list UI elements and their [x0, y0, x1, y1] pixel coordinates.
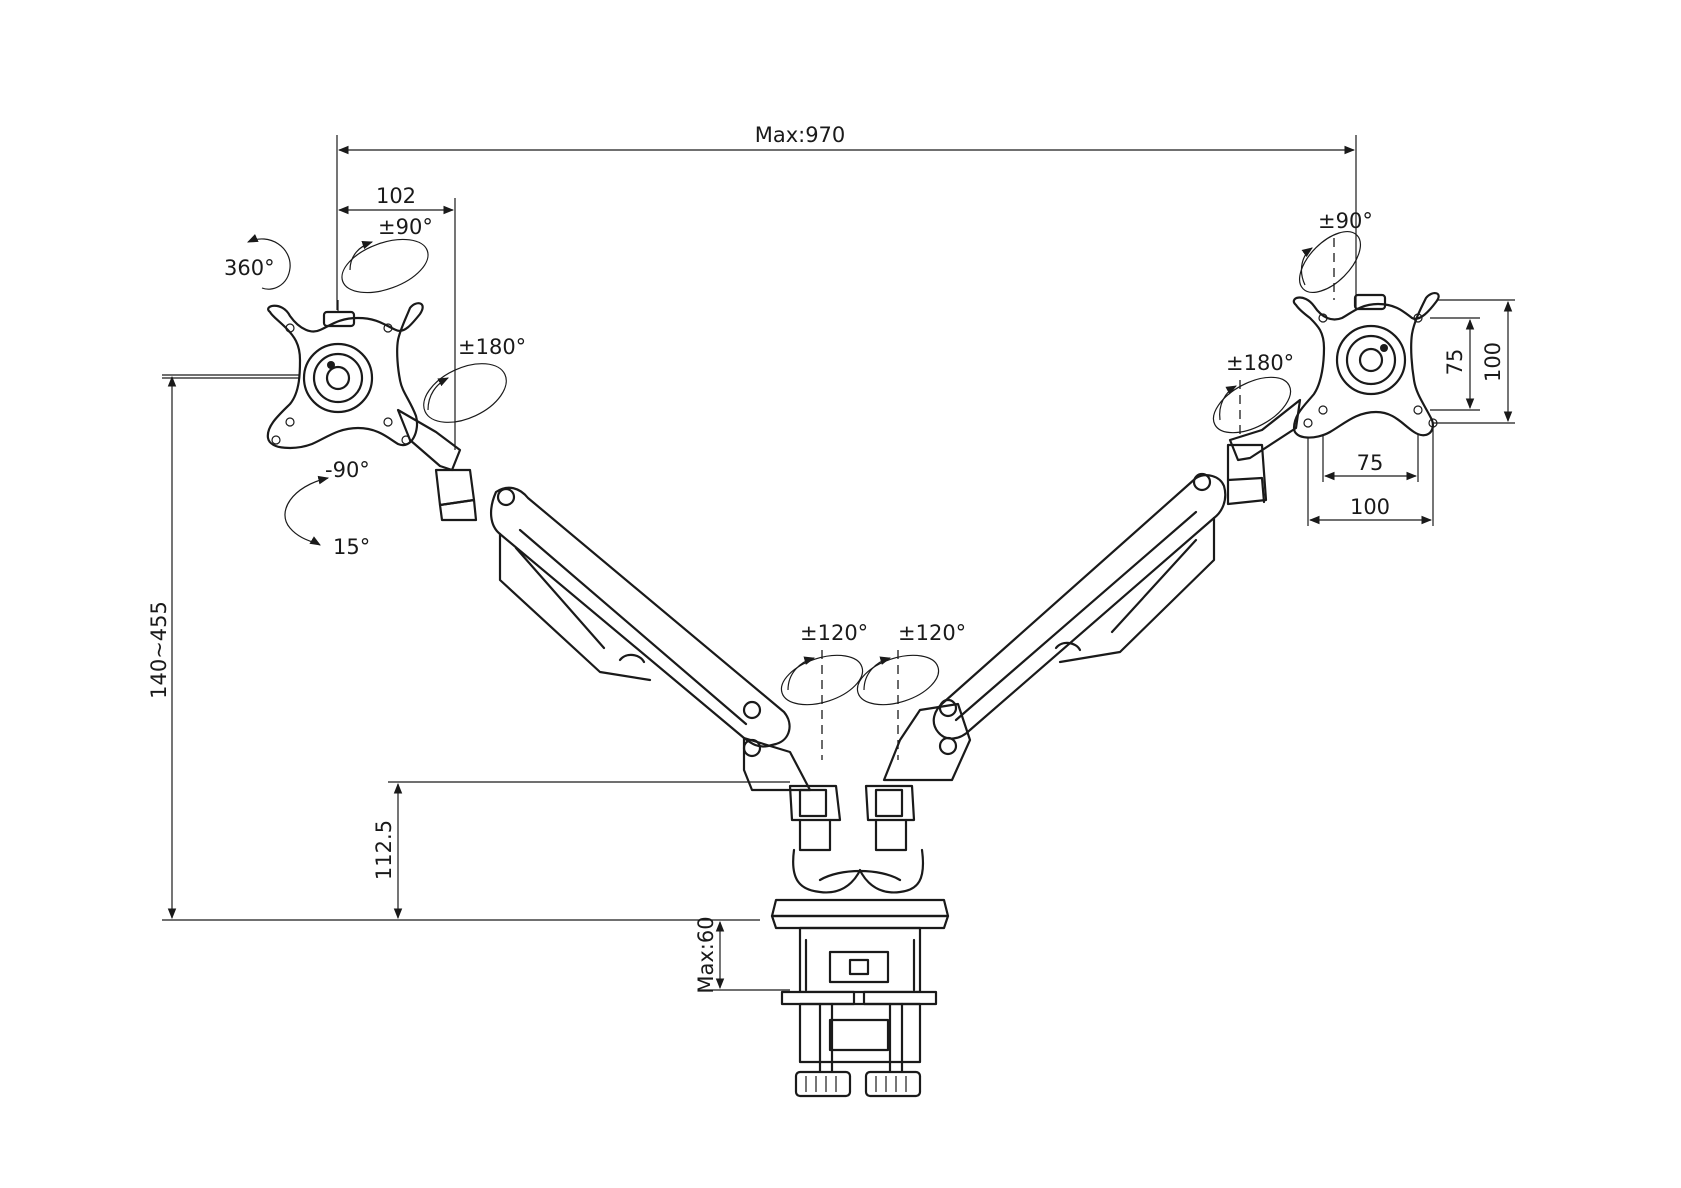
rotation-360-label: 360°: [224, 256, 275, 280]
dimension-vesa-horizontal: 75 100: [1307, 410, 1434, 526]
angle-rotation-360: 360°: [224, 234, 291, 290]
tilt-down-label: -90°: [325, 458, 370, 482]
vesa-75-horizontal-label: 75: [1357, 451, 1384, 475]
dimension-arm-offset: 102: [337, 184, 456, 450]
angle-right-swivel: ±90°: [1299, 209, 1373, 300]
vesa-100-horizontal-label: 100: [1350, 495, 1390, 519]
dimension-vesa-vertical: 75 100: [1430, 299, 1515, 424]
left-vesa-plate: [266, 300, 424, 450]
left-swivel-label: ±90°: [378, 215, 433, 239]
angle-base-left: ±120°: [780, 621, 868, 760]
left-pivot-label: ±180°: [458, 335, 526, 359]
angle-base-right: ±120°: [856, 621, 966, 760]
base-right-label: ±120°: [898, 621, 966, 645]
vesa-100-vertical-label: 100: [1481, 342, 1505, 382]
dimension-max-width: Max:970: [336, 123, 1357, 310]
left-tilt-joint: [162, 377, 478, 522]
angle-left-pivot: ±180°: [423, 335, 526, 423]
right-gas-arm: [882, 472, 1227, 782]
center-pole: [788, 784, 925, 894]
right-swivel-label: ±90°: [1318, 209, 1373, 233]
base-left-label: ±120°: [800, 621, 868, 645]
base-plate: [770, 898, 950, 930]
height-range-label: 140~455: [147, 601, 171, 699]
left-gas-arm: [490, 486, 812, 792]
dimension-height-range: 140~455: [147, 374, 760, 921]
right-pivot-label: ±180°: [1226, 351, 1294, 375]
angle-left-swivel: ±90°: [341, 215, 433, 294]
desk-clamp: [780, 926, 938, 1098]
arm-offset-label: 102: [376, 184, 416, 208]
pole-height-label: 112.5: [372, 820, 396, 880]
tilt-up-label: 15°: [333, 535, 370, 559]
angle-tilt: -90° 15°: [284, 458, 370, 559]
vesa-75-vertical-label: 75: [1443, 349, 1467, 376]
dimension-clamp-max: Max:60: [694, 916, 790, 994]
right-tilt-joint: [1226, 398, 1302, 506]
dimension-pole-height: 112.5: [372, 781, 790, 920]
right-vesa-plate: [1292, 292, 1440, 439]
clamp-max-label: Max:60: [694, 916, 718, 993]
max-width-label: Max:970: [755, 123, 846, 147]
angle-right-pivot: ±180°: [1212, 351, 1294, 440]
